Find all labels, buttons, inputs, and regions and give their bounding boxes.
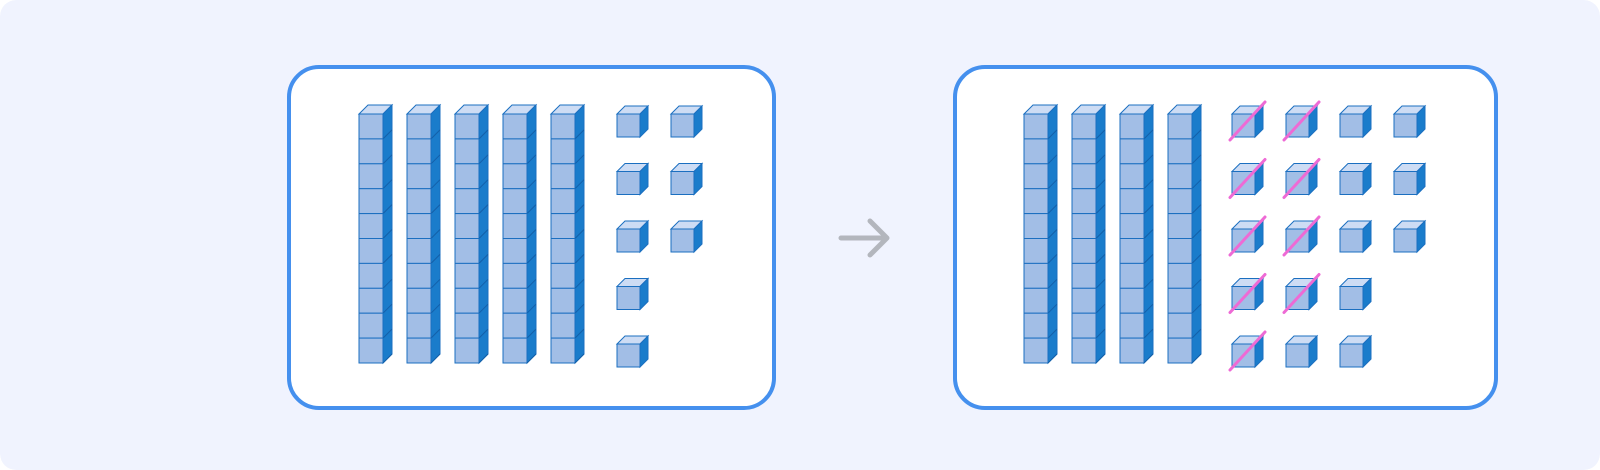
ones-cube (615, 277, 650, 311)
tens-rod (1166, 103, 1203, 365)
ones-cube (1392, 162, 1427, 196)
ones-cube (669, 219, 704, 254)
ones-cube (1338, 277, 1373, 311)
ones-cube (1284, 334, 1319, 369)
ones-cube (615, 162, 650, 196)
ones-cube (669, 104, 704, 139)
after-panel (953, 65, 1498, 410)
ones-cube (1228, 158, 1267, 199)
tens-rod (1022, 103, 1059, 365)
ones-cube (1228, 215, 1267, 257)
tens-rod (1070, 103, 1107, 365)
ones-cube (1228, 100, 1267, 142)
ones-cube (1338, 219, 1373, 254)
tens-rod (1118, 103, 1155, 365)
cross-out-mark (1228, 273, 1267, 314)
ones-cube (615, 334, 650, 369)
tens-rod (501, 103, 538, 365)
cross-out-mark (1228, 100, 1267, 142)
ones-cube (1282, 273, 1321, 314)
tens-rod (357, 103, 394, 365)
cross-out-mark (1228, 215, 1267, 257)
ones-cube (1338, 162, 1373, 196)
before-panel (287, 65, 776, 410)
tens-rod (549, 103, 586, 365)
ones-cube (615, 219, 650, 254)
ones-cube (1338, 334, 1373, 369)
ones-cube (1228, 273, 1267, 314)
ones-cube (1282, 100, 1321, 142)
ones-cube (669, 162, 704, 196)
cross-out-mark (1282, 158, 1321, 199)
cross-out-mark (1228, 158, 1267, 199)
ones-cube (1282, 158, 1321, 199)
cross-out-mark (1282, 100, 1321, 142)
cross-out-mark (1228, 330, 1267, 372)
ones-cube (1282, 215, 1321, 257)
ones-cube (1228, 330, 1267, 372)
cross-out-mark (1282, 273, 1321, 314)
tens-rod (405, 103, 442, 365)
cross-out-mark (1282, 215, 1321, 257)
ones-cube (1338, 104, 1373, 139)
ones-cube (615, 104, 650, 139)
ones-cube (1392, 219, 1427, 254)
ones-cube (1392, 104, 1427, 139)
tens-rod (453, 103, 490, 365)
right-arrow-icon (838, 218, 890, 258)
